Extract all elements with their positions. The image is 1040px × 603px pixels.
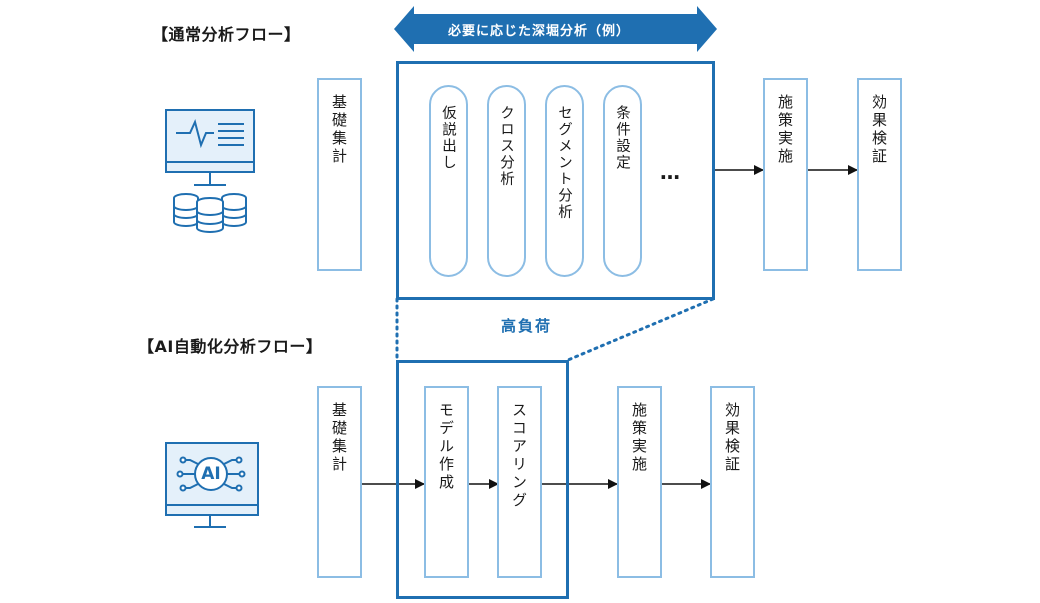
normal-flow-title: 【通常分析フロー】 — [152, 25, 301, 44]
ellipsis: … — [660, 160, 682, 184]
ai-measures-box: 施策実施 — [617, 386, 662, 578]
ai-icon-text: AI — [201, 464, 221, 484]
subtask-label: 仮説出し — [440, 105, 456, 171]
normal-verify-box: 効果検証 — [857, 78, 902, 271]
banner-double-arrow — [394, 6, 717, 52]
high-load-label: 高負荷 — [501, 317, 553, 335]
ai-flow-title: 【AI自動化分析フロー】 — [138, 337, 323, 356]
subtask-pill: 条件設定 — [603, 85, 642, 277]
normal-basic-label: 基礎集計 — [330, 94, 348, 166]
ai-basic-label: 基礎集計 — [330, 402, 348, 474]
normal-measures-box: 施策実施 — [763, 78, 808, 271]
normal-verify-label: 効果検証 — [870, 94, 888, 166]
ai-verify-box: 効果検証 — [710, 386, 755, 578]
ai-monitor-icon — [165, 442, 259, 528]
ai-scoring-box: スコアリング — [497, 386, 542, 578]
ai-verify-label: 効果検証 — [723, 402, 741, 474]
subtask-pill: 仮説出し — [429, 85, 468, 277]
ai-measures-label: 施策実施 — [630, 402, 648, 474]
ai-scoring-label: スコアリング — [510, 402, 528, 510]
subtask-pill: セグメント分析 — [545, 85, 584, 277]
ai-model-box: モデル作成 — [424, 386, 469, 578]
banner-label: 必要に応じた深堀分析（例） — [448, 24, 631, 39]
dotted-connector-right — [566, 297, 715, 362]
subtask-label: クロス分析 — [498, 105, 514, 188]
deep-dive-frame — [396, 61, 715, 300]
subtask-label: セグメント分析 — [556, 105, 572, 221]
subtask-pill: クロス分析 — [487, 85, 526, 277]
monitor-database-icon — [165, 109, 255, 233]
normal-measures-label: 施策実施 — [776, 94, 794, 166]
ai-basic-box: 基礎集計 — [317, 386, 362, 578]
ai-automation-frame — [396, 360, 569, 599]
ai-model-label: モデル作成 — [437, 402, 455, 492]
subtask-label: 条件設定 — [614, 105, 630, 171]
normal-basic-box: 基礎集計 — [317, 78, 362, 271]
